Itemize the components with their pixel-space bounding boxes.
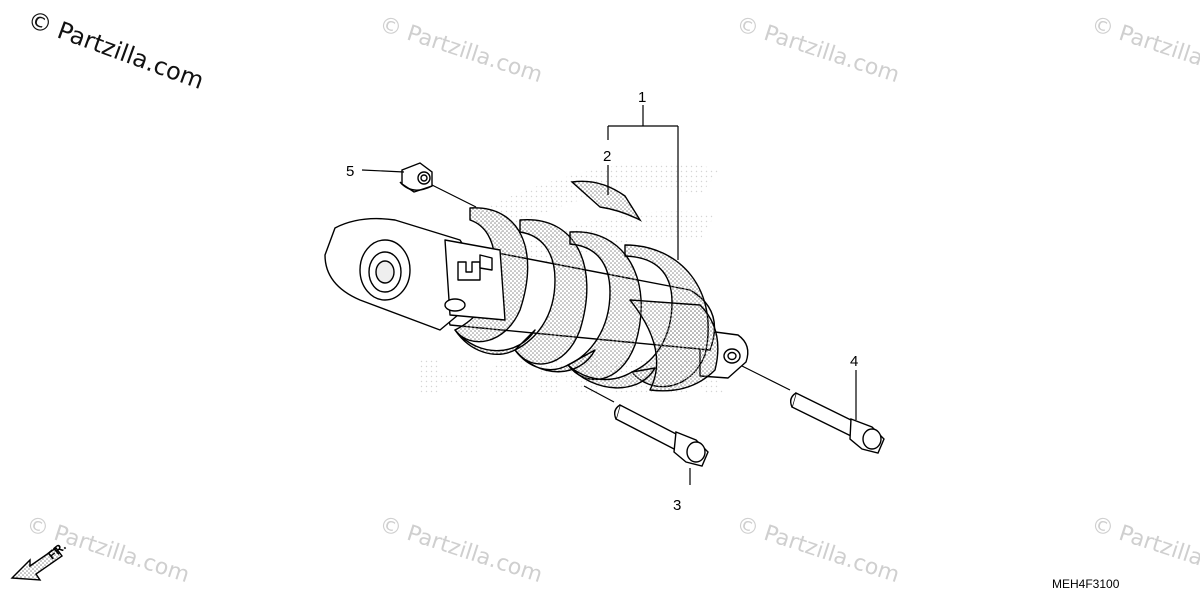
direction-arrow-icon (10, 547, 63, 581)
leader-lines (361, 105, 857, 485)
callout-number: 1 (638, 89, 646, 106)
watermark-text: © Partzilla.com (376, 12, 545, 88)
callout-number: 4 (850, 353, 858, 370)
front-direction-indicator: FR. (10, 539, 69, 581)
diagram-code: MEH4F3100 (1052, 577, 1120, 591)
rear-shock-absorber (324, 207, 749, 392)
callout-number: 2 (603, 148, 611, 165)
callout-number: 5 (346, 163, 354, 180)
watermark-text: © Partzilla.com (376, 512, 545, 588)
watermark-text: © Partzilla.com (733, 512, 902, 588)
upper-mount-body (324, 217, 506, 331)
lower-bolt-part-3 (613, 403, 709, 467)
watermark-text: © Partzilla.com (1088, 12, 1200, 88)
callout-number: 3 (673, 497, 681, 514)
caution-label-part (570, 180, 642, 222)
lower-bolt-part-4 (789, 392, 885, 454)
partzilla-watermark: © Partzilla.com (24, 5, 208, 95)
watermark-text: © Partzilla.com (733, 12, 902, 88)
flange-nut-part (399, 162, 433, 193)
